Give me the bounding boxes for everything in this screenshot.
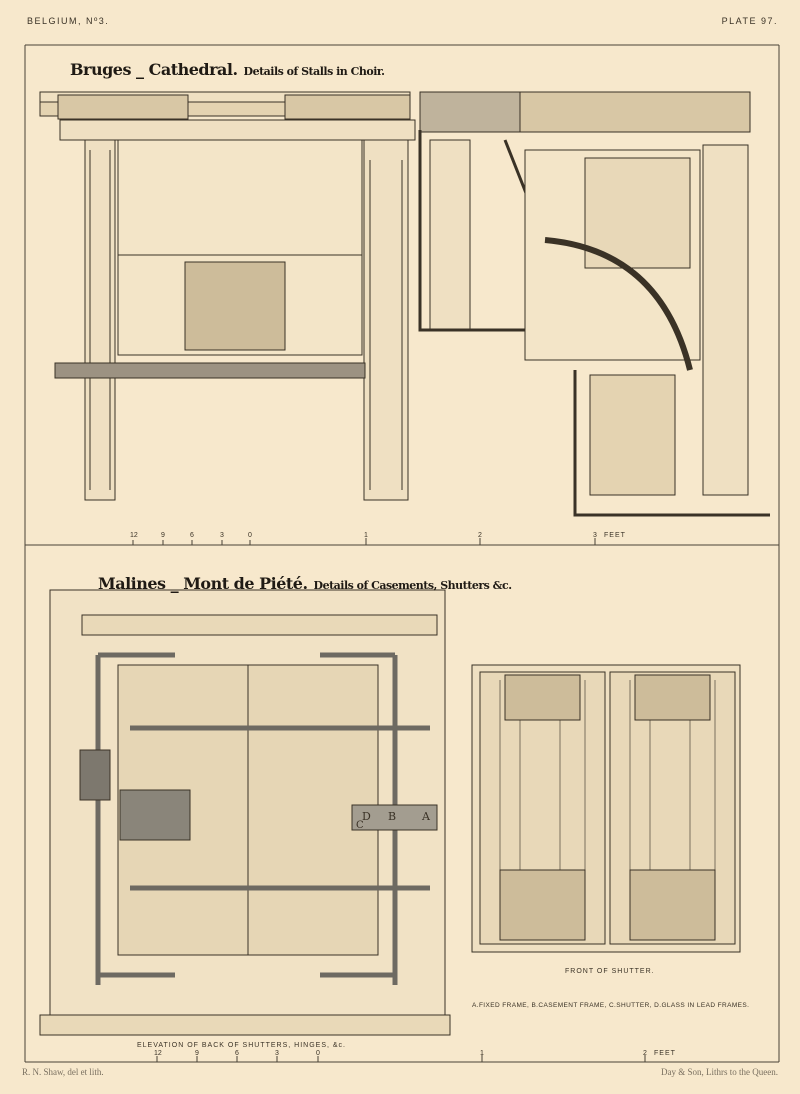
scale-tick: 9 bbox=[161, 532, 165, 539]
scale-tick: 3 bbox=[220, 532, 224, 539]
shutter-back-elevation bbox=[39, 589, 451, 1036]
bottom-title: Malines _ Mont de Piété. bbox=[98, 574, 308, 593]
label-d: D bbox=[362, 810, 371, 823]
plate-border bbox=[24, 44, 780, 1063]
scale-tick: 2 bbox=[478, 532, 482, 539]
label-b: B bbox=[388, 810, 397, 823]
scale-tick: 2 bbox=[643, 1050, 647, 1057]
bottom-section-title: Malines _ Mont de Piété. Details of Casem… bbox=[98, 574, 512, 593]
scale-unit: FEET bbox=[604, 532, 626, 539]
scale-tick: 6 bbox=[190, 532, 194, 539]
scale-tick: 0 bbox=[316, 1050, 320, 1057]
credit-draughtsman: R. N. Shaw, del et lith. bbox=[22, 1067, 104, 1077]
top-title: Bruges _ Cathedral. bbox=[70, 60, 238, 79]
front-of-shutter-caption: FRONT OF SHUTTER. bbox=[565, 968, 655, 975]
scale-tick: 0 bbox=[248, 532, 252, 539]
scale-tick: 12 bbox=[130, 532, 138, 539]
scale-tick: 1 bbox=[364, 532, 368, 539]
stall-elevation bbox=[39, 91, 416, 501]
scale-tick: 6 bbox=[235, 1050, 239, 1057]
scale-tick: 3 bbox=[593, 532, 597, 539]
plate-number: PLATE 97. bbox=[721, 16, 778, 26]
bottom-subtitle: Details of Casements, Shutters &c. bbox=[313, 579, 513, 592]
scale-tick: 3 bbox=[275, 1050, 279, 1057]
credit-lithographer: Day & Son, Lithrs to the Queen. bbox=[661, 1067, 778, 1077]
scale-unit: FEET bbox=[654, 1050, 676, 1057]
top-subtitle: Details of Stalls in Choir. bbox=[243, 65, 385, 78]
label-a: A bbox=[422, 810, 430, 823]
stall-section bbox=[418, 91, 770, 517]
scale-tick: 12 bbox=[154, 1050, 162, 1057]
scale-tick: 1 bbox=[480, 1050, 484, 1057]
scale-tick: 9 bbox=[195, 1050, 199, 1057]
label-c: C bbox=[356, 820, 364, 831]
shutter-front bbox=[471, 664, 741, 953]
legend: A.FIXED FRAME, B.CASEMENT FRAME, C.SHUTT… bbox=[472, 1002, 750, 1009]
elevation-caption: ELEVATION OF BACK OF SHUTTERS, HINGES, &… bbox=[137, 1042, 346, 1049]
top-section-title: Bruges _ Cathedral. Details of Stalls in … bbox=[70, 60, 385, 79]
series-label: BELGIUM, Nº3. bbox=[27, 16, 110, 26]
